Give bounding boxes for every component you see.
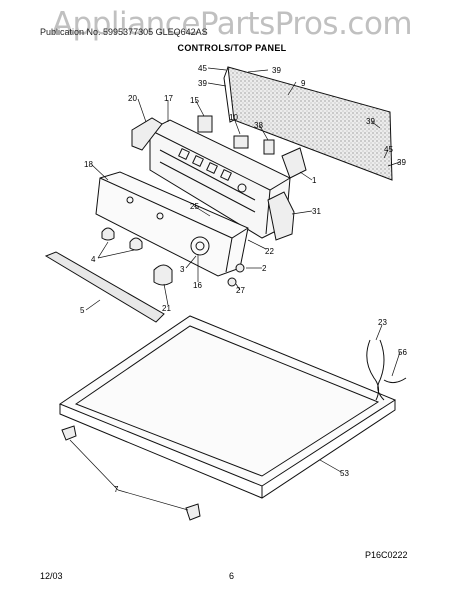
part-7-foot-right-shape [185,503,201,521]
part-9-rear-panel-shape [223,66,393,181]
watermark-appliancepartspros: AppliancePartsPros.com [51,6,413,42]
callout-15: 15 [190,96,199,105]
part-38-shape [263,139,275,155]
callout-39-top-left: 39 [198,79,207,88]
housing-switch-row-shape [178,148,247,193]
part-31-bracket-shape [267,191,295,241]
callout-38: 38 [254,121,263,130]
part-23-56-wire-harness-shape [366,339,407,401]
publication-header: Publication No. 5995377305 GLEQ642AS [40,27,208,37]
part-4-knobs-shape [101,227,143,251]
callout-56: 56 [398,348,407,357]
callout-45-right: 45 [384,145,393,154]
callout-18: 18 [84,160,93,169]
callout-3: 3 [180,265,185,274]
callout-39-right-upper: 39 [366,117,375,126]
callout-7: 7 [114,485,119,494]
callout-39-right-lower: 39 [397,158,406,167]
callout-25: 25 [190,202,199,211]
callout-39-top-right: 39 [272,66,281,75]
callout-17: 17 [164,94,173,103]
part-2-shape [235,263,245,273]
callout-27: 27 [236,286,245,295]
callout-2: 2 [262,264,267,273]
callout-20: 20 [128,94,137,103]
part-17-control-housing-shape [149,119,291,239]
part-15-module-shape [197,115,213,133]
part-21-knob-shape [153,264,173,286]
part-1-shape [281,147,307,179]
part-10-shape [233,135,249,149]
footer-date: 12/03 [40,571,63,581]
callout-21: 21 [162,304,171,313]
leader-lines [69,67,401,511]
callout-5: 5 [80,306,85,315]
part-7-foot-left-shape [61,425,77,441]
part-27-shape [227,277,237,287]
diagram-title: CONTROLS/TOP PANEL [177,43,287,53]
callout-4: 4 [91,255,96,264]
callout-10: 10 [229,113,238,122]
callout-31: 31 [312,207,321,216]
part-5-trim-strip-shape [44,251,165,323]
callout-23: 23 [378,318,387,327]
callout-53: 53 [340,469,349,478]
part-20-end-cap-shape [131,117,163,151]
part-53-top-panel-shape [58,315,397,499]
diagram-code: P16C0222 [365,550,408,560]
callout-1: 1 [312,176,317,185]
footer-page-number: 6 [229,571,235,581]
callout-45-top: 45 [198,64,207,73]
callout-9: 9 [301,79,306,88]
callout-22: 22 [265,247,274,256]
callout-16: 16 [193,281,202,290]
